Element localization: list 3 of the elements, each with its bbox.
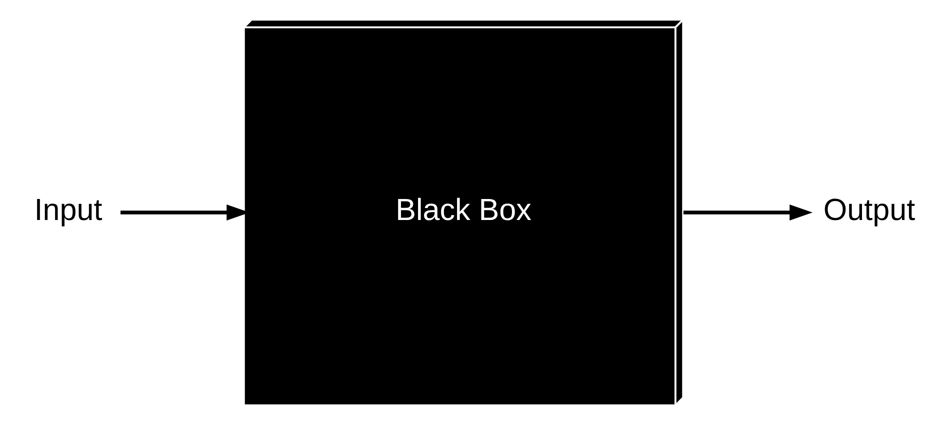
arrow [683,204,813,221]
node-text: Input [34,192,102,227]
node-text: Output [823,192,916,227]
